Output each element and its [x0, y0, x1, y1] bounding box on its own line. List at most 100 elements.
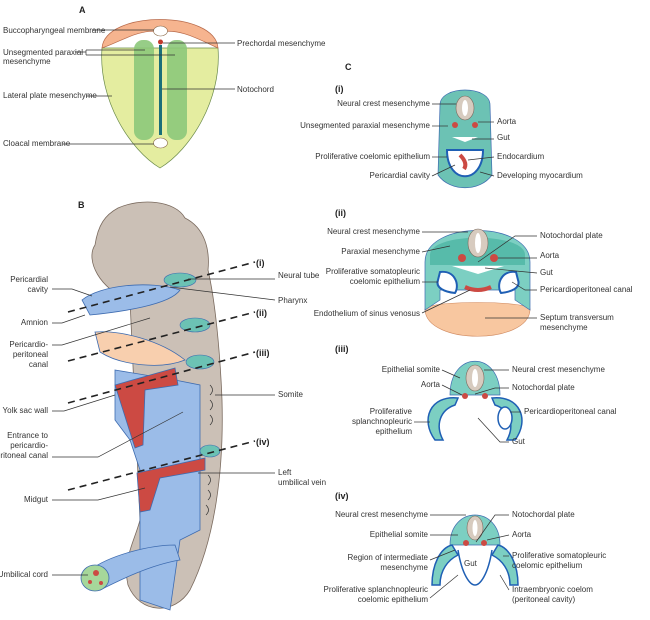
label-somite: Somite — [278, 390, 303, 399]
body-wall-left — [427, 397, 460, 441]
neural-tube-section-i — [163, 272, 197, 288]
label-neural-crest-mesenchyme: Neural crest mesenchyme — [337, 99, 430, 108]
label-amnion: Amnion — [21, 318, 48, 327]
label-aorta: Aorta — [421, 380, 441, 389]
aorta-right — [472, 122, 478, 128]
section-iii: (iii) Epithelial somite Aorta Proliferat… — [335, 344, 617, 446]
label-notochordal-plate: Notochordal plate — [512, 383, 575, 392]
label-epithelial-somite: Epithelial somite — [382, 365, 441, 374]
somites — [205, 384, 213, 516]
umbilical-vessel — [88, 580, 92, 584]
gut — [452, 266, 504, 274]
label-aorta: Aorta — [540, 251, 560, 260]
neural-canal — [472, 520, 478, 536]
label-gut: Gut — [464, 559, 478, 568]
aorta-right — [490, 254, 498, 262]
aorta-right — [481, 540, 487, 546]
pericardioperitoneal-canal-right — [498, 270, 520, 295]
sinus-venosus-endothelium — [464, 285, 492, 292]
section-iv-title: (iv) — [335, 491, 349, 501]
label-aorta: Aorta — [512, 530, 532, 539]
section-line-ii — [67, 311, 256, 362]
label-pharynx: Pharynx — [278, 296, 307, 305]
section-iv: (iv) Gut Neural crest mesenchyme Epithel… — [324, 491, 607, 604]
paraxial-mesenchyme-left — [134, 40, 154, 140]
buccopharyngeal-membrane — [153, 25, 168, 37]
label-notochordal-plate: Notochordal plate — [540, 231, 603, 240]
notochord — [159, 45, 162, 135]
aorta-right — [482, 393, 488, 399]
label-lateral-plate-mesenchyme: Lateral plate mesenchyme — [3, 91, 97, 100]
label-neural-tube: Neural tube — [278, 271, 320, 280]
pericardio-peritoneal-tube — [94, 331, 186, 366]
umbilical-vessel — [99, 581, 103, 585]
label-proliferative-coelomic-epithelium: Proliferative coelomic epithelium — [315, 152, 430, 161]
aorta-left — [462, 393, 468, 399]
label-pericardioperitoneal-canal: Pericardioperitoneal canal — [540, 285, 633, 294]
aorta-left — [463, 540, 469, 546]
label-pericardial-cavity: Pericardial cavity — [370, 171, 430, 180]
section-marker-i: (i) — [256, 258, 265, 268]
section-marker-iv: (iv) — [256, 437, 270, 447]
label-gut: Gut — [512, 437, 526, 446]
label-unsegmented-paraxial-mesenchyme: Unsegmented paraxial mesenchyme — [300, 121, 430, 130]
neural-canal — [462, 100, 468, 116]
label-buccopharyngeal-membrane: Buccopharyngeal membrane — [3, 26, 106, 35]
label-midgut: Midgut — [24, 495, 49, 504]
label-paraxial-mesenchyme: Paraxial mesenchyme — [341, 247, 420, 256]
paraxial-mesenchyme-right — [167, 40, 187, 140]
gut — [452, 137, 478, 142]
umbilical-vessel — [93, 570, 99, 576]
label-intraembryonic-coelom: Intraembryonic coelom(peritoneal cavity) — [512, 585, 593, 604]
neural-tube-section-ii — [179, 317, 211, 333]
section-ii-drawing — [424, 228, 531, 337]
neural-canal — [475, 233, 481, 253]
pericardioperitoneal-canal-left — [436, 270, 458, 295]
aorta-left — [458, 254, 466, 262]
label-neural-crest-mesenchyme: Neural crest mesenchyme — [327, 227, 420, 236]
section-ii-title: (ii) — [335, 208, 346, 218]
cloacal-membrane — [153, 137, 168, 149]
section-line-i — [67, 261, 256, 313]
section-ii: (ii) Neural crest mesenchyme Paraxial me… — [314, 208, 633, 337]
label-yolk-sac-wall: Yolk sac wall — [2, 406, 48, 415]
label-pericardioperitoneal-canal: Pericardioperitoneal canal — [524, 407, 617, 416]
section-i: (i) Neural crest mesenchyme Unsegmented … — [300, 84, 583, 188]
neural-tube-section-iv — [199, 444, 221, 458]
panel-c-title: C — [345, 62, 352, 72]
section-marker-iii: (iii) — [256, 348, 270, 358]
body-wall-left — [431, 544, 460, 586]
panel-a-title: A — [79, 5, 86, 15]
midgut-cut — [136, 457, 206, 513]
section-line-iii — [67, 351, 256, 404]
label-notochord: Notochord — [237, 85, 274, 94]
endocardium — [458, 153, 468, 171]
body-wall-right — [490, 544, 519, 586]
label-prechordal-mesenchyme: Prechordal mesenchyme — [237, 39, 326, 48]
section-line-iv — [67, 440, 256, 491]
section-iii-title: (iii) — [335, 344, 349, 354]
prechordal-mesenchyme — [158, 39, 163, 45]
label-endothelium-sinus-venosus: Endothelium of sinus venosus — [314, 309, 420, 318]
label-cloacal-membrane: Cloacal membrane — [3, 139, 71, 148]
septum-transversum — [424, 302, 531, 337]
label-gut: Gut — [497, 133, 511, 142]
label-epithelial-somite: Epithelial somite — [370, 530, 429, 539]
label-neural-crest-mesenchyme: Neural crest mesenchyme — [512, 365, 605, 374]
cranial-ectoderm-cap — [101, 19, 219, 49]
umbilical-cord-section — [80, 564, 110, 592]
label-developing-myocardium: Developing myocardium — [497, 171, 583, 180]
panel-b-title: B — [78, 200, 85, 210]
section-i-title: (i) — [335, 84, 344, 94]
aorta-left — [452, 122, 458, 128]
